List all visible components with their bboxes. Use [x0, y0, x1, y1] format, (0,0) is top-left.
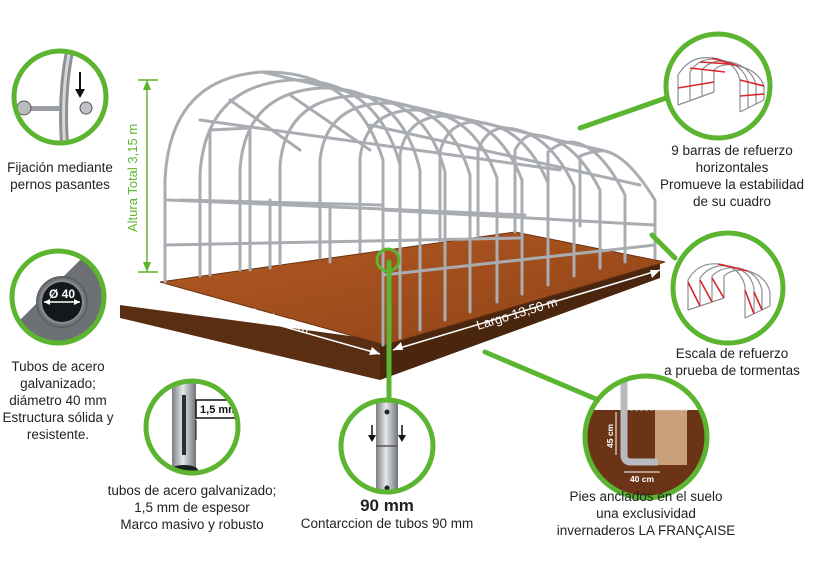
- joint-callout: [338, 397, 436, 495]
- bolt-callout: [11, 48, 109, 146]
- bars-caption-line: de su cuadro: [692, 194, 772, 209]
- thickness-caption: tubos de acero galvanizado; 1,5 mm de es…: [94, 482, 290, 533]
- storm-caption: Escala de refuerzo a prueba de tormentas: [648, 345, 816, 379]
- arrow-down-icon: [75, 72, 85, 98]
- tube-diameter-badge: Ø 40: [49, 287, 75, 301]
- thickness-badge: 1,5 mm: [200, 404, 238, 416]
- height-label: Altura Total 3,15 m: [125, 124, 140, 232]
- foot-depth-label: 45 cm: [605, 423, 615, 448]
- storm-caption-line: Escala de refuerzo: [675, 346, 789, 361]
- joint-highlight: [375, 247, 401, 273]
- joint-caption-line: Contarccion de tubos 90 mm: [300, 516, 474, 531]
- bars-caption-line: 9 barras de refuerzo: [671, 143, 793, 158]
- arrow-down-icon: [368, 425, 406, 442]
- storm-caption-line: a prueba de tormentas: [664, 363, 800, 378]
- tube-caption-line: Estructura sólida y: [2, 410, 114, 425]
- thickness-caption-line: Marco masivo y robusto: [120, 517, 264, 532]
- joint-headline: 90 mm: [360, 496, 414, 515]
- tube-caption-line: Tubos de acero: [11, 359, 105, 374]
- callout-connectors: [386, 95, 678, 405]
- thickness-caption-line: tubos de acero galvanizado;: [107, 483, 277, 498]
- thickness-badge-frame: [195, 399, 238, 419]
- feet-caption-line: invernaderos LA FRANÇAISE: [556, 523, 736, 538]
- bars-caption-line: horizontales: [695, 160, 769, 175]
- bars-caption: 9 barras de refuerzo horizontales Promue…: [648, 142, 816, 210]
- tube-caption-line: resistente.: [26, 427, 90, 442]
- bolt-caption: Fijación mediante pernos pasantes: [2, 159, 118, 193]
- storm-callout: [670, 230, 786, 346]
- thickness-caption-line: 1,5 mm de espesor: [134, 500, 250, 515]
- bars-caption-line: Promueve la estabilidad: [659, 177, 805, 192]
- tube-callout: Ø 40: [9, 248, 107, 346]
- thickness-callout: 1,5 mm: [143, 378, 241, 476]
- feet-callout: 45 cm 40 cm: [582, 373, 710, 501]
- bolt-caption-line: pernos pasantes: [10, 177, 110, 192]
- feet-caption: Pies anclados en el suelo una exclusivid…: [548, 488, 744, 539]
- tube-caption-line: diámetro 40 mm: [9, 393, 107, 408]
- feet-caption-line: una exclusividad: [596, 506, 696, 521]
- feet-caption-line: Pies anclados en el suelo: [569, 489, 723, 504]
- bolt-caption-line: Fijación mediante: [7, 160, 113, 175]
- foot-width-label: 40 cm: [630, 474, 655, 484]
- bars-callout: [663, 31, 773, 141]
- greenhouse-frame: [163, 70, 657, 347]
- joint-caption: 90 mm Contarccion de tubos 90 mm: [287, 496, 487, 532]
- nut-icon: [79, 101, 93, 115]
- tube-caption: Tubos de acero galvanizado; diámetro 40 …: [2, 358, 114, 443]
- tube-caption-line: galvanizado;: [20, 376, 96, 391]
